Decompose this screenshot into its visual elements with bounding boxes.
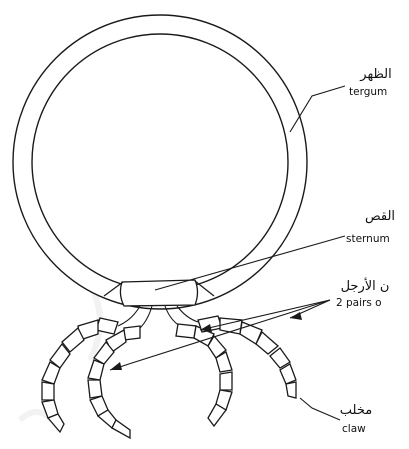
legs-english-label: 2 pairs o: [336, 297, 382, 309]
sternum-arabic-label: القص: [365, 209, 395, 224]
sternum-english-label: sternum: [346, 233, 390, 245]
tergum-ring: [13, 15, 307, 309]
claw-arabic-label: مخلب: [340, 403, 372, 418]
tergum-english-label: tergum: [349, 86, 387, 98]
right-outer-leg: [198, 316, 296, 398]
tergum-arabic-label: الظهر: [359, 67, 391, 82]
right-inner-leg: [176, 324, 232, 426]
claw-english-label: claw: [342, 423, 366, 435]
legs-leader-1: [200, 300, 330, 330]
legs-arabic-label: ن الأرجل: [341, 277, 390, 294]
claw-leader: [300, 398, 340, 420]
